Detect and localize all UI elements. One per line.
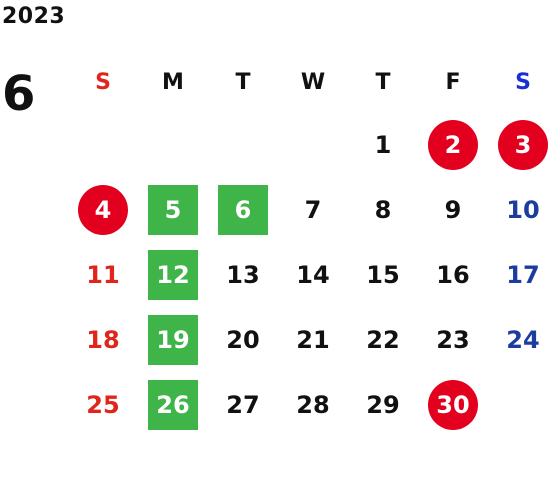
- day-number: 2: [428, 119, 478, 170]
- calendar-year: 2023: [2, 4, 66, 29]
- day-number: 11: [86, 260, 120, 289]
- day-cell: [68, 112, 138, 177]
- day-number: 25: [86, 390, 120, 419]
- day-number: [498, 380, 548, 430]
- weekday-monday: M: [162, 69, 184, 95]
- day-cell: 22: [348, 307, 418, 372]
- day-number: 7: [304, 195, 322, 224]
- day-number: 19: [148, 314, 198, 365]
- day-number: 24: [506, 325, 540, 354]
- day-cell: 29: [348, 372, 418, 437]
- day-number: 12: [148, 249, 198, 300]
- day-number: 14: [296, 260, 330, 289]
- day-cell: 4: [68, 177, 138, 242]
- day-cell: 3: [488, 112, 548, 177]
- day-cell: 8: [348, 177, 418, 242]
- day-number: 26: [148, 379, 198, 430]
- day-cell: 27: [208, 372, 278, 437]
- day-number: [148, 120, 198, 170]
- calendar-grid: S M T W T F S 1 2 3 4 5 6 7 8 9 10 11 12…: [68, 52, 548, 437]
- weekday-saturday: S: [515, 69, 531, 95]
- day-cell: 21: [278, 307, 348, 372]
- day-number: 29: [366, 390, 400, 419]
- day-cell: [208, 112, 278, 177]
- weekday-sunday: S: [95, 69, 111, 95]
- day-number: 6: [218, 184, 268, 235]
- weekday-wednesday: W: [300, 69, 326, 95]
- weekday-thursday: T: [375, 69, 391, 95]
- day-cell: 10: [488, 177, 548, 242]
- weekday-tuesday: T: [235, 69, 251, 95]
- day-cell: 23: [418, 307, 488, 372]
- day-number: [78, 120, 128, 170]
- day-cell: [488, 372, 548, 437]
- day-number: 15: [366, 260, 400, 289]
- day-cell: 9: [418, 177, 488, 242]
- day-cell: 24: [488, 307, 548, 372]
- calendar-month: 6: [2, 66, 36, 122]
- day-cell: 11: [68, 242, 138, 307]
- day-number: 20: [226, 325, 260, 354]
- day-number: 17: [506, 260, 540, 289]
- day-number: [288, 120, 338, 170]
- day-number: 30: [428, 379, 478, 430]
- day-cell: 15: [348, 242, 418, 307]
- day-number: 23: [436, 325, 470, 354]
- day-cell: 18: [68, 307, 138, 372]
- day-number: 13: [226, 260, 260, 289]
- day-number: 9: [444, 195, 462, 224]
- day-number: 10: [506, 195, 540, 224]
- day-number: 1: [374, 130, 392, 159]
- day-number: 16: [436, 260, 470, 289]
- day-cell: 17: [488, 242, 548, 307]
- day-cell: 19: [138, 307, 208, 372]
- day-cell: 20: [208, 307, 278, 372]
- day-number: [218, 120, 268, 170]
- day-cell: 14: [278, 242, 348, 307]
- day-cell: 5: [138, 177, 208, 242]
- day-cell: 16: [418, 242, 488, 307]
- day-cell: 25: [68, 372, 138, 437]
- day-cell: [138, 112, 208, 177]
- day-cell: 2: [418, 112, 488, 177]
- weekday-friday: F: [445, 69, 461, 95]
- day-number: 21: [296, 325, 330, 354]
- day-cell: 26: [138, 372, 208, 437]
- day-number: 22: [366, 325, 400, 354]
- day-number: 4: [78, 184, 128, 235]
- day-number: 18: [86, 325, 120, 354]
- day-number: 5: [148, 184, 198, 235]
- day-cell: [278, 112, 348, 177]
- day-number: 8: [374, 195, 392, 224]
- day-cell: 6: [208, 177, 278, 242]
- day-cell: 7: [278, 177, 348, 242]
- day-cell: 28: [278, 372, 348, 437]
- day-number: 28: [296, 390, 330, 419]
- day-cell: 1: [348, 112, 418, 177]
- day-cell: 30: [418, 372, 488, 437]
- day-number: 3: [498, 119, 548, 170]
- day-number: 27: [226, 390, 260, 419]
- day-cell: 12: [138, 242, 208, 307]
- day-cell: 13: [208, 242, 278, 307]
